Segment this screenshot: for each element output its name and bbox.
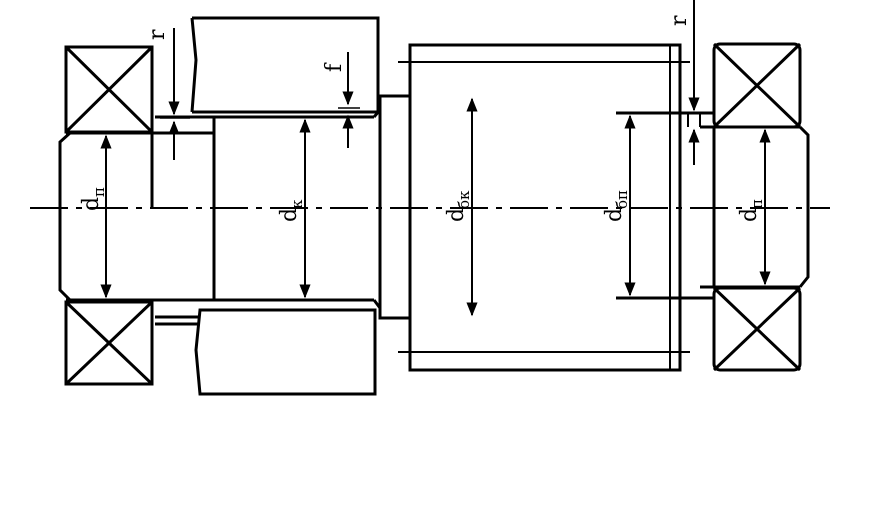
- dp-left-subscript: п: [90, 187, 108, 197]
- dimension-r-right: r: [667, 0, 700, 165]
- dk-subscript: к: [288, 199, 306, 209]
- dbk-label: d: [444, 208, 469, 222]
- dk-label: d: [277, 208, 302, 222]
- wheel-hub-bottom: [194, 308, 377, 396]
- right-journal: [687, 113, 810, 289]
- wheel-hub-top: [190, 16, 380, 114]
- right-bearing-top: [712, 42, 802, 129]
- shaft-section-dbp: [616, 111, 714, 300]
- dbp-label: d: [602, 208, 627, 222]
- dbk-subscript: бк: [455, 190, 473, 209]
- dimension-dp-left: d п: [79, 134, 112, 299]
- dimension-f: f: [322, 52, 360, 148]
- f-label: f: [322, 62, 347, 72]
- dp-left-label: d: [79, 197, 104, 211]
- r-right-label: r: [667, 15, 692, 26]
- dimension-dbp: d бп: [602, 114, 636, 297]
- dimension-dbk: d бк: [444, 97, 478, 317]
- left-spacer: [155, 115, 214, 326]
- left-bearing-bottom: [64, 300, 154, 386]
- dbp-subscript: бп: [613, 190, 631, 209]
- r-left-label: r: [145, 29, 170, 40]
- dp-right-subscript: п: [748, 199, 766, 209]
- left-journal: [58, 131, 214, 302]
- dimension-dk: d к: [277, 118, 311, 299]
- left-bearing-top: [64, 45, 154, 134]
- dimension-r-left: r: [145, 28, 190, 160]
- right-bearing-bottom: [712, 286, 802, 372]
- dimension-dp-right: d п: [737, 128, 771, 286]
- dp-right-label: d: [737, 208, 762, 222]
